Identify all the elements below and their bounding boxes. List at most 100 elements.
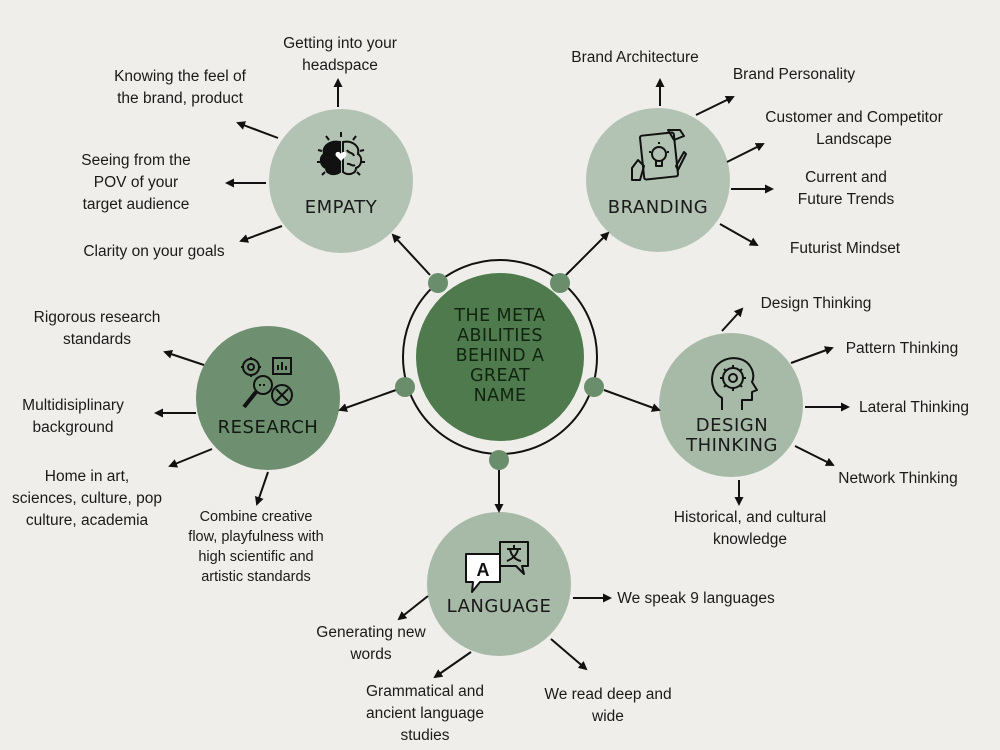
language-speak-label: We speak 9 languages [612,588,780,610]
idea-hands-icon [631,129,687,181]
design-lateral-thinking-label: Lateral Thinking [850,397,978,419]
svg-text:A: A [477,560,490,580]
label-line: Clarity on your goals [83,243,225,260]
center-title-line: BEHIND A [455,346,545,366]
label-line: Future Trends [797,191,895,208]
connector-dot [584,377,604,397]
arrow [550,638,588,671]
label-line: studies [400,727,450,744]
label-line: Generating new [316,624,426,641]
arrow [794,445,835,466]
language-generating-label: Generating new words [306,622,436,666]
research-multi-label: Multidisiplinary background [10,395,136,439]
label-line: Grammatical and [365,683,484,700]
research-rigorous-label: Rigorous research standards [24,307,170,351]
label-line: POV of your [93,174,179,191]
label-line: Landscape [816,131,892,148]
arrow [726,143,765,163]
label-line: Futurist Mindset [789,240,901,257]
branding-trends-label: Current and Future Trends [786,167,906,211]
design-thinking-node [659,333,803,477]
design-thinking-title-line1: DESIGN [695,415,769,436]
label-line: culture, academia [25,512,149,529]
connector-dot [395,377,415,397]
arrow [721,307,744,332]
design-thinking-title-line2: THINKING [686,435,778,456]
center-node [416,273,584,441]
label-line: Pattern Thinking [845,340,959,357]
label-line: ancient language [365,705,485,722]
label-line: target audience [82,196,190,213]
label-line: words [350,646,392,663]
label-line: Seeing from the [81,152,191,169]
connector-dot [428,273,448,293]
connector-branding [565,231,610,276]
label-line: artistic standards [201,569,311,585]
arrow [719,223,759,246]
connector-dot [550,273,570,293]
arrow [255,471,269,506]
design-network-thinking-label: Network Thinking [828,468,968,490]
research-tools-icon [241,357,293,409]
connector-empaty [391,233,431,276]
label-line: Customer and Competitor [765,109,943,126]
empaty-title: EMPATY [304,197,378,218]
branding-personality-label: Brand Personality [724,64,864,86]
research-combine-label: Combine creative flow, playfulness with … [186,507,326,587]
label-line: standards [62,331,132,348]
empaty-goals-label: Clarity on your goals [74,241,234,263]
arrow [433,651,472,679]
language-title: LANGUAGE [446,596,552,617]
label-line: knowledge [712,531,788,548]
brain-heart-icon [317,132,365,176]
head-gear-icon [711,357,758,410]
branding-title: BRANDING [607,197,709,218]
empaty-feel-label: Knowing the feel of the brand, product [100,66,260,110]
branding-landscape-label: Customer and Competitor Landscape [752,107,956,151]
arrow [168,448,213,468]
label-line: We speak 9 languages [617,590,775,607]
center-title-line: NAME [473,386,527,406]
connector-design [603,389,661,412]
connector-dot [489,450,509,470]
translate-bubbles-icon: A [465,541,529,593]
design-historical-label: Historical, and cultural knowledge [662,507,838,551]
label-line: Rigorous research [33,309,161,326]
center-title-line: GREAT [469,366,531,386]
label-line: high scientific and [198,549,314,565]
label-line: Current and [805,169,887,186]
center-title-line: ABILITIES [457,326,543,346]
label-line: Design Thinking [760,295,872,312]
connector-research [338,389,397,412]
label-line: Combine creative [199,509,313,525]
label-line: flow, playfulness with [188,529,324,545]
label-line: Brand Personality [732,66,856,83]
center-title: THE META ABILITIES BEHIND A GREAT NAME [418,306,582,406]
arrow [163,349,205,366]
label-line: wide [592,708,624,725]
label-line: Multidisiplinary [22,397,124,414]
arrow [790,346,834,364]
branding-node [586,108,730,252]
empaty-pov-label: Seeing from the POV of your target audie… [66,150,206,216]
label-line: the brand, product [117,90,243,107]
label-line: Lateral Thinking [858,399,969,416]
research-title: RESEARCH [217,417,319,438]
arrow [239,225,283,243]
label-line: Network Thinking [838,470,958,487]
empaty-headspace-label: Getting into your headspace [268,33,412,77]
arrow [397,595,429,621]
language-read-label: We read deep and wide [536,684,680,728]
research-home-label: Home in art, sciences, culture, pop cult… [2,466,172,532]
language-node [427,512,571,656]
language-grammatical-label: Grammatical and ancient language studies [352,681,498,747]
design-design-thinking-label: Design Thinking [752,293,880,315]
arrow [695,96,735,116]
empaty-node [269,109,413,253]
label-line: Knowing the feel of [114,68,246,85]
label-line: sciences, culture, pop [12,490,162,507]
label-line: Historical, and cultural [673,509,827,526]
label-line: Home in art, [44,468,130,485]
arrow [236,121,279,139]
label-line: We read deep and [544,686,672,703]
